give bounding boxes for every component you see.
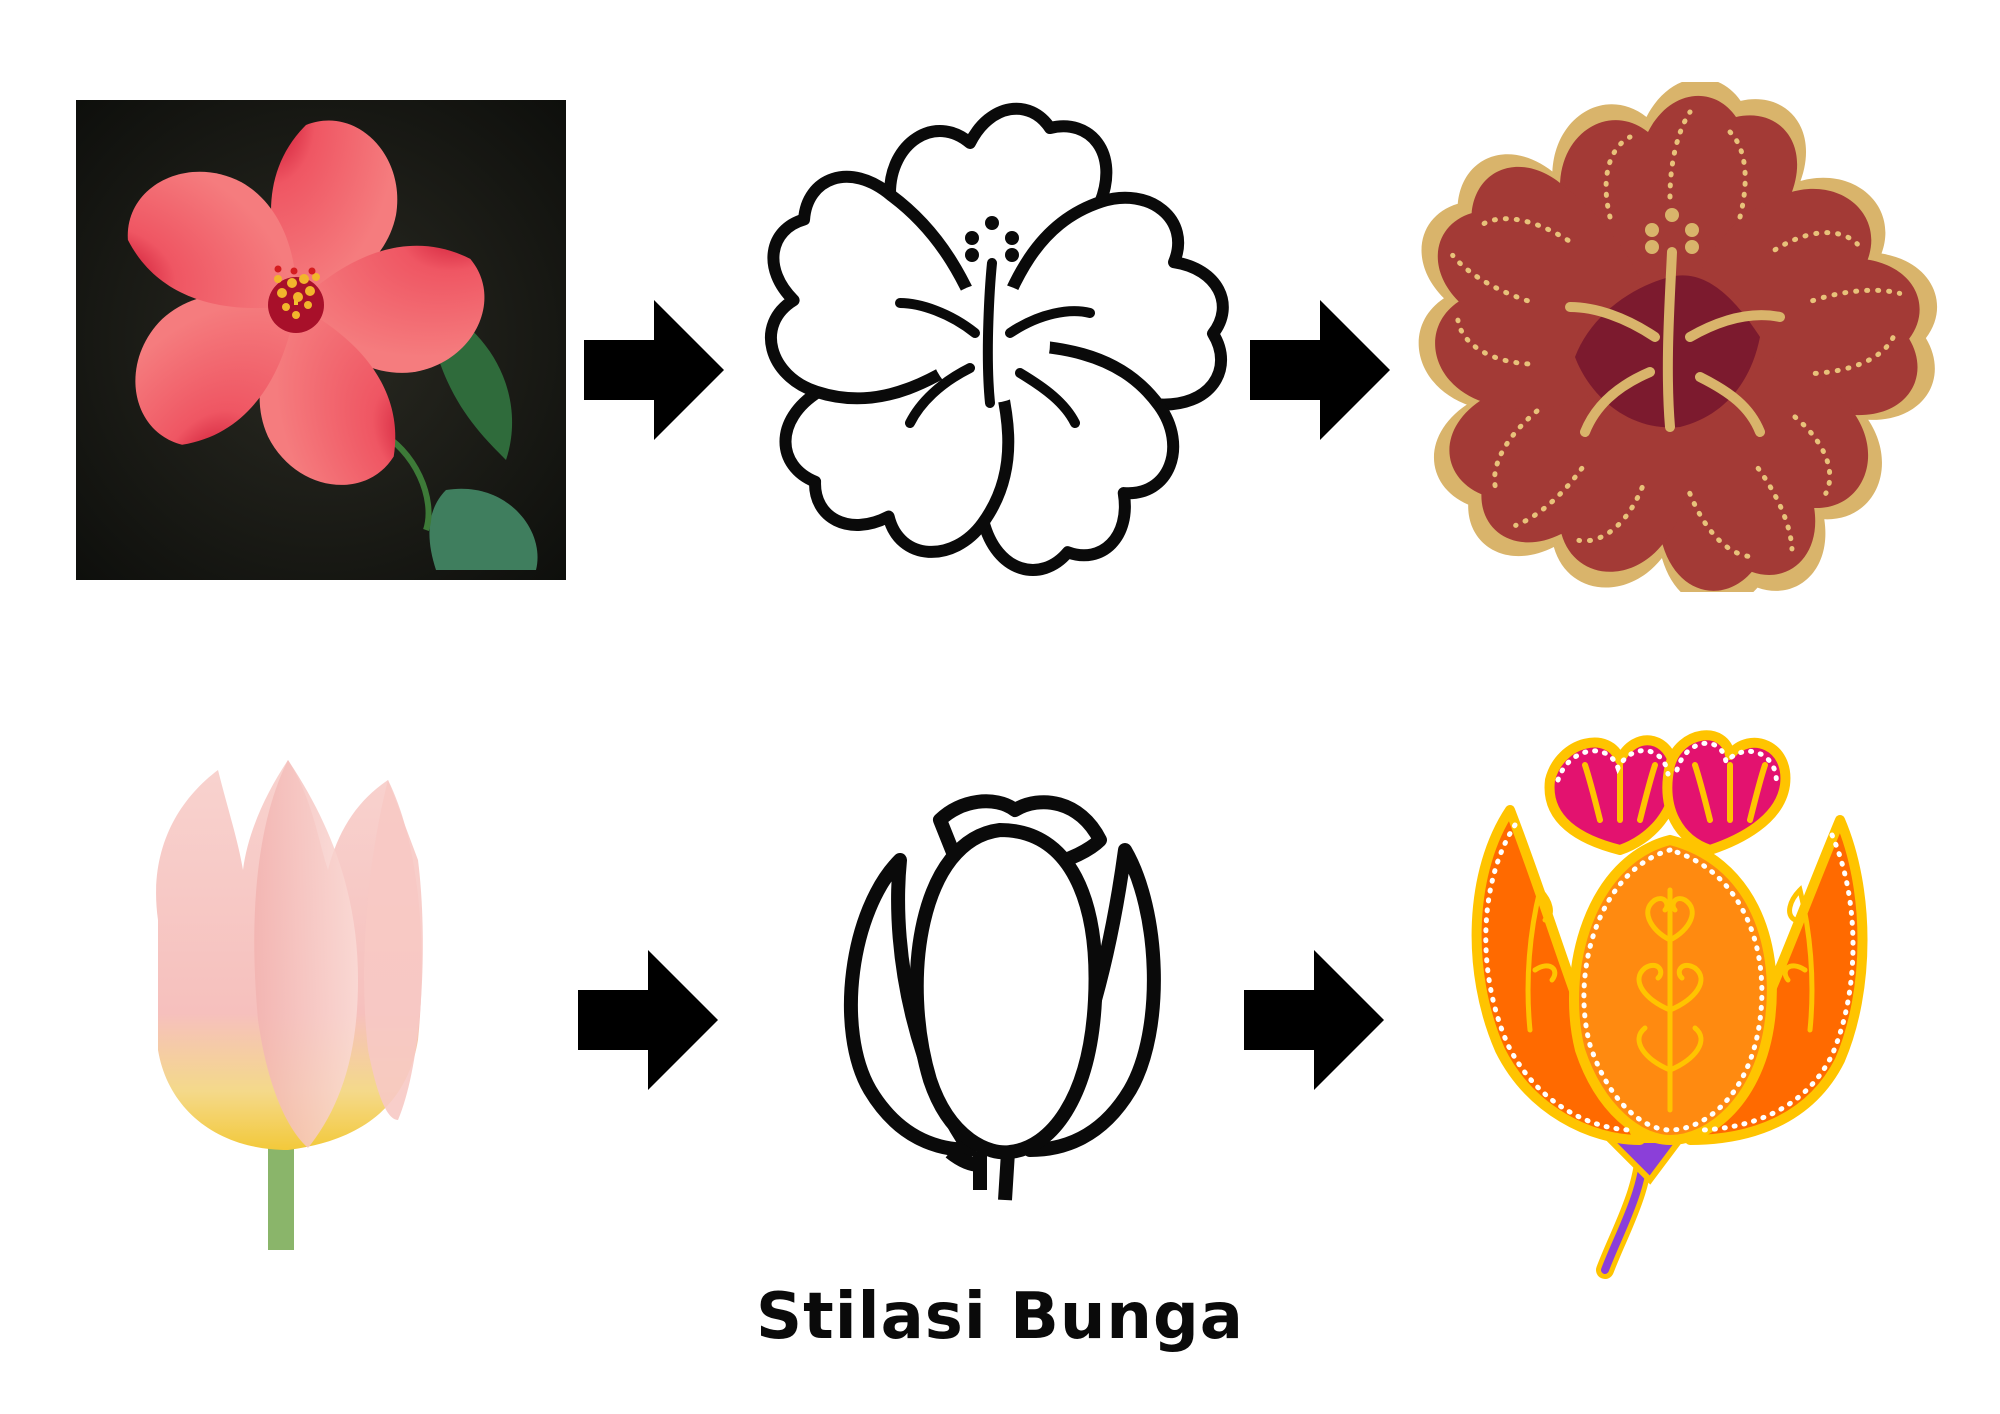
arrow-right-icon	[584, 300, 724, 440]
tulip-outline-icon	[843, 794, 1161, 1201]
tulip-photo	[138, 760, 448, 1250]
hibiscus-batik-motif-image	[1400, 82, 1940, 592]
hibiscus-photo-image	[76, 100, 566, 580]
tulip-batik-motif-image	[1471, 730, 1868, 1279]
arrow-right-icon	[578, 950, 718, 1090]
hibiscus-outline-drawing	[735, 88, 1245, 578]
tulip-outline-drawing	[820, 780, 1180, 1220]
arrow-right-icon	[1244, 950, 1384, 1090]
diagram-title: Stilasi Bunga	[756, 1280, 1244, 1354]
hibiscus-outline-icon	[764, 102, 1229, 576]
tulip-batik-motif	[1470, 710, 1870, 1280]
tulip-photo-image	[156, 760, 423, 1250]
hibiscus-photo	[76, 100, 566, 580]
hibiscus-batik-motif	[1400, 82, 1940, 592]
arrow-right-icon	[1250, 300, 1390, 440]
